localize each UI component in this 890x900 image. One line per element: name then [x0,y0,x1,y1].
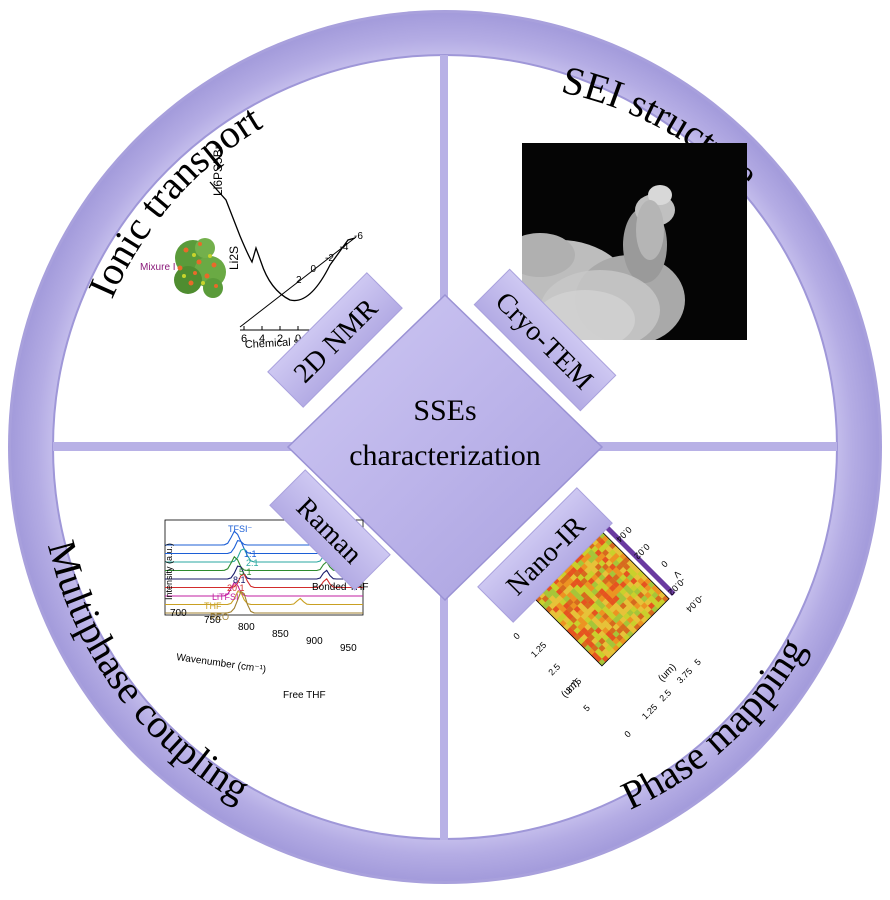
raman-x-tick-label: 900 [306,636,323,647]
annotation-bonded-thf: Bonded THF [312,582,369,593]
raman-x-tick-label: 850 [272,629,289,640]
peak-label-li6ps5br: Li6PS5Br [211,145,225,196]
raman-series-line [165,573,363,589]
nano-ir-colorbar [604,525,676,596]
nano-ir-colorbar-unit: V [671,569,682,580]
raman-series-line [165,590,363,614]
nmr-x-tick-label: 0 [295,333,301,345]
raman-series-line [165,590,363,606]
raman-x-tick-label: 750 [204,615,221,626]
nmr-diagonal-tick-label: -4 [340,242,349,253]
nmr-diagonal-tick-label: -2 [325,253,334,264]
nano-ir-x-tick: 5 [581,703,592,714]
raman-curve-label: THF [204,601,222,611]
raman-curve-label: LiTFSI [212,592,239,602]
nmr-x-tick-label: 2 [277,333,283,345]
raman-curve-label: 20:1 [227,583,245,593]
raman-x-tick-label: 800 [238,622,255,633]
raman-x-tick-label: 700 [170,608,187,619]
raman-series-line [165,555,363,572]
nmr-top-ticks: 20 -2 -4 -6 [296,231,363,286]
label-box-2d-nmr: 2D NMR [267,272,403,408]
nmr-x-tick-label: 6 [241,333,247,345]
center-title-line1: SSEs [413,394,476,427]
nmr-diagonal-axis [239,236,357,328]
nano-ir-y-tick: 5 [692,657,703,668]
nano-ir-y-tick: 0 [622,729,633,740]
nano-ir-x-tick: 0 [511,631,522,642]
nanoparticle-cluster [174,238,226,298]
raman-curve-label: 5:1 [239,567,252,577]
raman-curve-label: PEO [210,612,229,622]
raman-curve-label: TFSI⁻ [228,524,252,534]
nano-ir-colorbar-tick: 0 [659,559,670,570]
mixture-label: Mixure I [140,262,176,273]
raman-x-tick-label: 950 [340,643,357,654]
nmr-diagonal-tick-label: 0 [311,264,317,275]
nmr-diagonal-tick-label: 2 [296,275,302,286]
raman-curve-label: 1:1 [244,549,257,559]
raman-curve-label: 2:1 [246,558,259,568]
raman-y-label: Intensity (a.u.) [164,543,174,600]
raman-x-ticks: 700 750 800 850 900 950 [170,608,357,654]
raman-series-line [165,581,363,597]
center-title-line2: characterization [349,439,541,472]
raman-series-line [165,565,363,580]
nmr-x-tick-label: 4 [259,333,265,345]
nmr-spectrum-line [209,181,356,302]
nano-ir-inset: 0.040.020-0.02-0.04V 01.252.53.75501.252… [511,525,705,740]
raman-curve-label: 8:1 [233,575,246,585]
annotation-free-thf: Free THF [283,690,326,701]
nmr-diagonal-tick-label: -6 [354,231,363,242]
center-diamond: SSEs characterization [286,293,604,602]
peak-label-li2s: Li2S [227,246,241,270]
nano-ir-map [534,531,670,667]
